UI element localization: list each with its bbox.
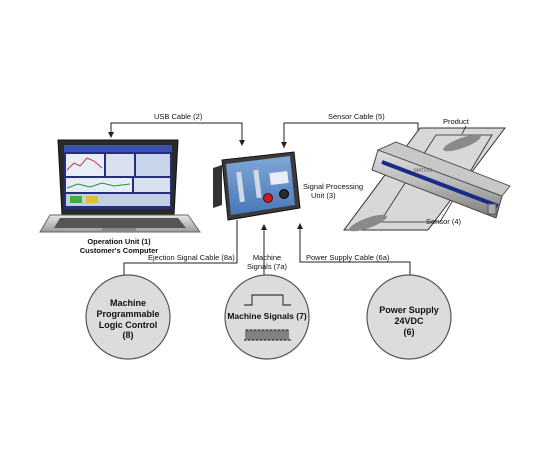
plc-line4: (8) (122, 330, 134, 341)
signal-unit-label-line2: Unit (3) (311, 190, 336, 200)
plc-label: Machine Programmable Logic Control (8) (86, 298, 170, 341)
plc-line3: Logic Control (98, 319, 158, 330)
signal-processing-unit (213, 151, 301, 221)
power-supply-line2: 24VDC (394, 315, 424, 326)
plc-line1: Machine (109, 298, 146, 308)
machine-signals-7a-line2: Signals (7a) (246, 261, 288, 271)
machine-signals-7a-line1: Machine (252, 253, 282, 262)
machine-signals-title: Machine Signals (7) (227, 311, 307, 321)
power-supply-label: Power Supply 24VDC (6) (367, 305, 451, 337)
product-label: Product (443, 117, 469, 126)
sensor-cable-line (281, 122, 419, 148)
signal-unit-label-line1: Signal Processing (303, 182, 364, 191)
product-pointer (461, 125, 467, 135)
machine-signals-7a-label: Machine Signals (7a) (244, 253, 290, 271)
ejection-cable-label: Ejection Signal Cable (8a) (148, 253, 235, 262)
usb-cable-line (108, 122, 245, 146)
laptop-computer (39, 139, 201, 233)
sensor-cable-label: Sensor Cable (5) (328, 112, 385, 121)
svg-text:MATRIX: MATRIX (414, 168, 433, 174)
power-cable-label: Power Supply Cable (6a) (306, 253, 390, 262)
sensor-and-product: MATRIX (343, 127, 511, 232)
operation-unit-label: Operation Unit (1) Customer's Computer (64, 237, 174, 255)
power-supply-circle (366, 274, 452, 360)
power-supply-line1: Power Supply (379, 305, 439, 315)
ejection-cable-line (121, 220, 238, 284)
plc-circle (85, 274, 171, 360)
signal-unit-label: Signal Processing Unit (3) (303, 182, 364, 200)
plc-line2: Programmable (96, 308, 160, 319)
operation-unit-line1: Operation Unit (1) (87, 237, 151, 246)
power-cable-line (297, 223, 411, 282)
signal-waveforms (244, 294, 291, 341)
power-supply-line3: (6) (403, 326, 415, 337)
usb-cable-label: USB Cable (2) (154, 112, 203, 121)
operation-unit-line2: Customer's Computer (79, 245, 159, 255)
sensor-label: Sensor (4) (426, 217, 462, 226)
